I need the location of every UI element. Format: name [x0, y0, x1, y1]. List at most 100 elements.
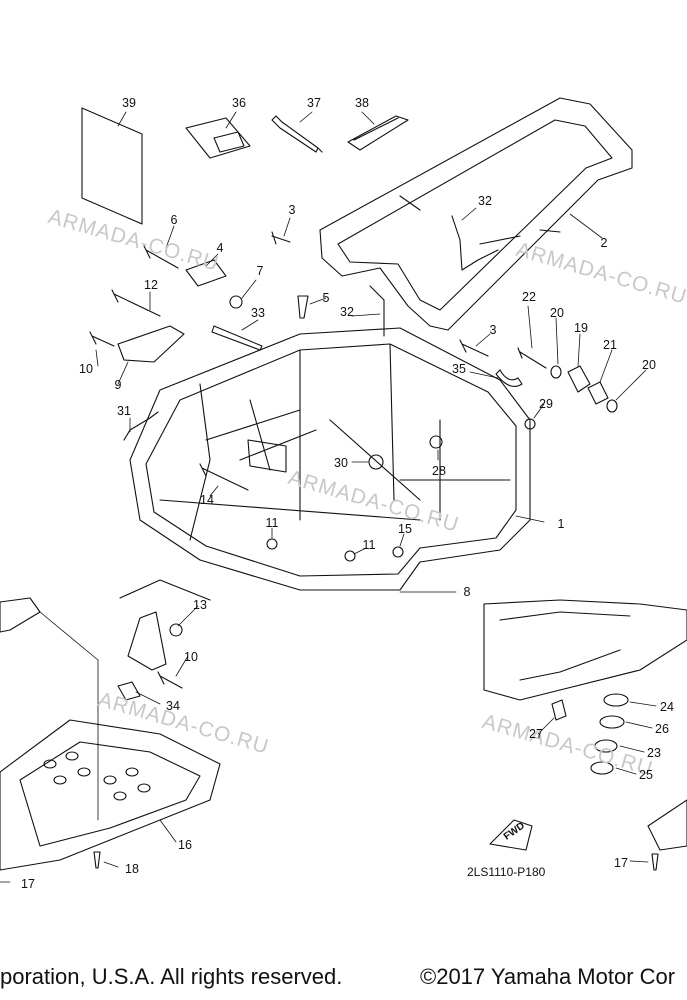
callout-23: 23	[647, 746, 661, 760]
part-10-bolt-lower	[157, 671, 183, 689]
part-13-bracket	[127, 611, 167, 671]
callout-15: 15	[398, 522, 412, 536]
callout-2: 2	[600, 236, 608, 250]
callout-37: 37	[307, 96, 321, 110]
callout-17b: 17	[614, 856, 628, 870]
callout-7: 7	[256, 264, 264, 278]
callout-33: 33	[251, 306, 265, 320]
callout-14: 14	[200, 493, 214, 507]
part-33-tie	[211, 325, 263, 351]
frame-crossmember	[205, 409, 317, 473]
leader-lines	[0, 111, 657, 883]
callout-12: 12	[144, 278, 158, 292]
callout-31: 31	[117, 404, 131, 418]
part-11-nut-b	[344, 550, 356, 562]
callout-35: 35	[452, 362, 466, 376]
fwd-arrow	[489, 819, 533, 851]
part-20-washer-b	[606, 399, 618, 413]
callout-8: 8	[463, 585, 471, 599]
callout-11: 11	[265, 516, 279, 530]
callout-19: 19	[574, 321, 588, 335]
part-32-wire-upper	[451, 215, 499, 271]
callout-32: 32	[478, 194, 492, 208]
part-17-bolt-right	[651, 853, 659, 871]
part-30-grommet	[368, 454, 384, 470]
part-20-washer	[550, 365, 562, 379]
callout-6: 6	[170, 213, 178, 227]
part-22-bolt	[517, 347, 547, 369]
part-38-strap	[347, 115, 409, 151]
part-15-nut	[392, 546, 404, 558]
callout-10b: 10	[184, 650, 198, 664]
callout-25: 25	[639, 768, 653, 782]
callout-20: 20	[550, 306, 564, 320]
callout-1: 1	[557, 517, 565, 531]
part-24-ring	[603, 693, 629, 707]
part-19-collar	[567, 365, 591, 393]
part-6-bolt	[143, 245, 179, 269]
callout-17: 17	[21, 877, 35, 891]
callout-9: 9	[114, 378, 122, 392]
skid-plate-holes	[43, 751, 151, 801]
part-13-nut	[169, 623, 183, 637]
callout-28: 28	[432, 464, 446, 478]
callout-10: 10	[79, 362, 93, 376]
callout-24: 24	[660, 700, 674, 714]
part-18-bolt	[93, 851, 101, 869]
part-36-pad	[185, 117, 251, 159]
part-2-rear-frame	[319, 97, 633, 331]
callout-39: 39	[122, 96, 136, 110]
callout-13: 13	[193, 598, 207, 612]
lower-right-frame	[483, 599, 687, 701]
part-3-bolt-mid	[459, 339, 489, 357]
right-skid-plate	[647, 799, 687, 851]
callout-20b: 20	[642, 358, 656, 372]
callout-36: 36	[232, 96, 246, 110]
part-35-clip	[495, 369, 523, 387]
part-7-nut	[229, 295, 243, 309]
callout-30: 30	[334, 456, 348, 470]
callout-21: 21	[603, 338, 617, 352]
part-16-skid-plate	[0, 719, 221, 871]
part-26-ring	[599, 715, 625, 729]
callout-3b: 3	[489, 323, 497, 337]
footer-left: poration, U.S.A. All rights reserved.	[0, 964, 343, 989]
part-21-bush	[587, 381, 609, 405]
part-10-bolt	[89, 331, 115, 347]
part-28-cap	[429, 435, 443, 449]
part-31-hose	[123, 411, 159, 441]
part-1-main-frame	[129, 327, 531, 591]
callout-3: 3	[288, 203, 296, 217]
footer-right: ©2017 Yamaha Motor Cor	[420, 964, 676, 989]
part-14-bolt	[199, 463, 249, 491]
callout-38: 38	[355, 96, 369, 110]
callout-22: 22	[522, 290, 536, 304]
callout-29: 29	[539, 397, 553, 411]
part-37-pin	[271, 115, 323, 153]
part-3-bolt	[271, 231, 291, 245]
part-29-nut	[524, 418, 536, 430]
part-11-nut	[266, 538, 278, 550]
part-32-wire-lower	[369, 285, 385, 337]
part-5-bolt	[297, 295, 309, 319]
callout-32b: 32	[340, 305, 354, 319]
callout-4: 4	[216, 241, 224, 255]
diagram-code: 2LS1110-P180	[467, 865, 546, 879]
part-25-ring	[590, 761, 614, 775]
part-4-bracket	[185, 259, 227, 287]
part-34-block	[117, 681, 141, 701]
callout-11b: 11	[362, 538, 376, 552]
callout-26: 26	[655, 722, 669, 736]
part-39-manual	[81, 107, 143, 225]
part-23-ring	[594, 739, 618, 753]
part-9-plate	[117, 325, 185, 363]
callout-27: 27	[529, 727, 543, 741]
part-12-bolt	[111, 289, 161, 317]
part-27-plug	[551, 699, 567, 721]
callout-5: 5	[322, 291, 330, 305]
lower-left-frame	[0, 579, 211, 633]
callout-34: 34	[166, 699, 180, 713]
callout-18: 18	[125, 862, 139, 876]
callout-16: 16	[178, 838, 192, 852]
